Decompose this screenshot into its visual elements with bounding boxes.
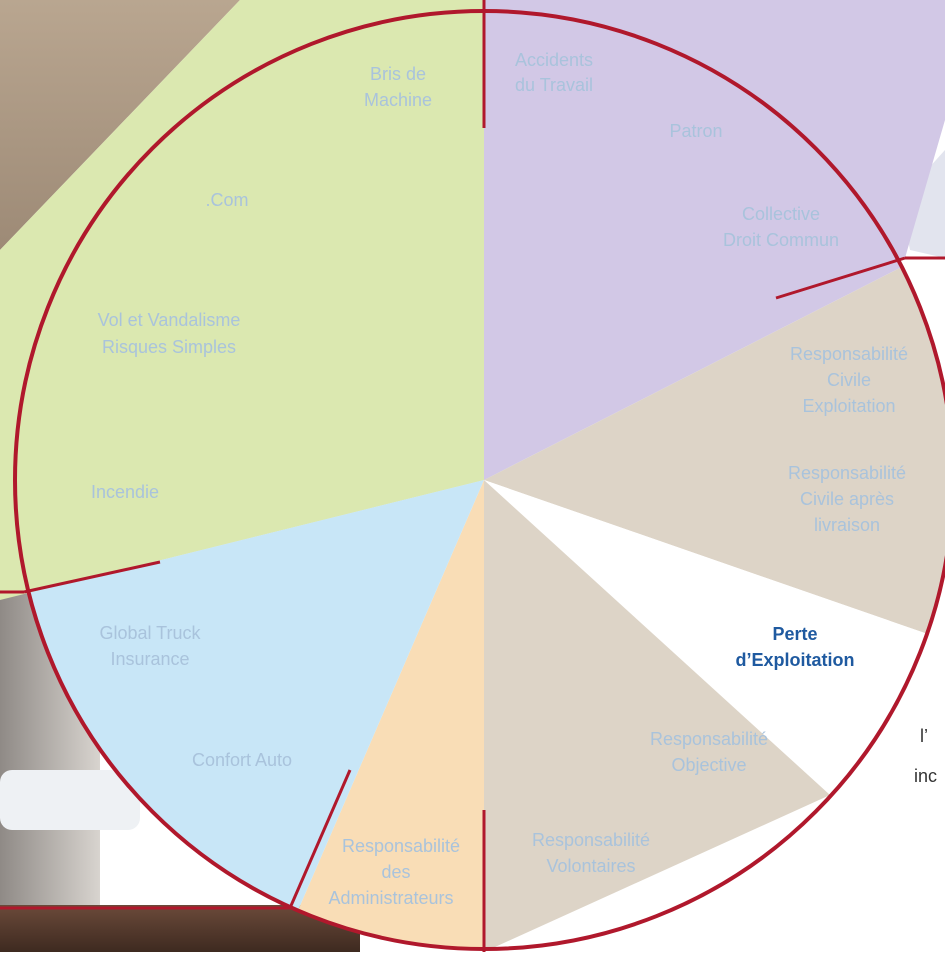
label-accidents-travail-2: du Travail bbox=[515, 75, 593, 95]
label-resp-objective-1: Responsabilité bbox=[650, 729, 768, 749]
segment-beige-responsibility bbox=[484, 480, 830, 949]
label-collective-2: Droit Commun bbox=[723, 230, 839, 250]
segment-white-business-interruption bbox=[484, 480, 945, 795]
label-accidents-travail-1: Accidents bbox=[515, 50, 593, 70]
label-bris-de-machine-2: Machine bbox=[364, 90, 432, 110]
label-perte-exploitation-2: d’Exploitation bbox=[736, 650, 855, 670]
label-resp-volontaires-1: Responsabilité bbox=[532, 830, 650, 850]
label-dot-com: .Com bbox=[205, 190, 248, 210]
label-patron: Patron bbox=[669, 121, 722, 141]
label-resp-administrateurs-2: des bbox=[381, 862, 410, 882]
label-resp-administrateurs-1: Responsabilité bbox=[342, 836, 460, 856]
label-incendie: Incendie bbox=[91, 482, 159, 502]
label-confort-auto: Confort Auto bbox=[192, 750, 292, 770]
label-rc-exploitation-1: Responsabilité bbox=[790, 344, 908, 364]
label-rc-apres-livraison-2: Civile après bbox=[800, 489, 894, 509]
segment-beige-liability bbox=[484, 245, 945, 640]
label-resp-objective-2: Objective bbox=[671, 755, 746, 775]
divider-upper-right bbox=[775, 256, 906, 300]
label-vol-vandalisme-2: Risques Simples bbox=[102, 337, 236, 357]
label-rc-apres-livraison-1: Responsabilité bbox=[788, 463, 906, 483]
label-vol-vandalisme-1: Vol et Vandalisme bbox=[98, 310, 241, 330]
divider-lower-left bbox=[288, 769, 352, 909]
background-photo-car bbox=[0, 770, 140, 830]
text-fragment-1: l’ bbox=[920, 726, 928, 746]
label-rc-apres-livraison-3: livraison bbox=[814, 515, 880, 535]
label-rc-exploitation-3: Exploitation bbox=[802, 396, 895, 416]
label-bris-de-machine-1: Bris de bbox=[370, 64, 426, 84]
label-rc-exploitation-2: Civile bbox=[827, 370, 871, 390]
text-fragment-2: inc bbox=[914, 766, 937, 786]
label-collective-1: Collective bbox=[742, 204, 820, 224]
divider-left bbox=[23, 560, 161, 594]
label-resp-volontaires-2: Volontaires bbox=[546, 856, 635, 876]
label-global-truck-2: Insurance bbox=[110, 649, 189, 669]
label-global-truck-1: Global Truck bbox=[99, 623, 201, 643]
label-resp-administrateurs-3: Administrateurs bbox=[328, 888, 453, 908]
label-perte-exploitation-1: Perte bbox=[772, 624, 817, 644]
